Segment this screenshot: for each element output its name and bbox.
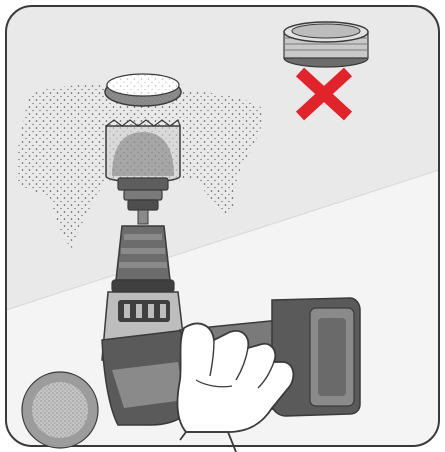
- disc-icon: [22, 372, 98, 448]
- wrong-part-icon: [284, 22, 368, 67]
- cut-plug-disc: [105, 74, 181, 106]
